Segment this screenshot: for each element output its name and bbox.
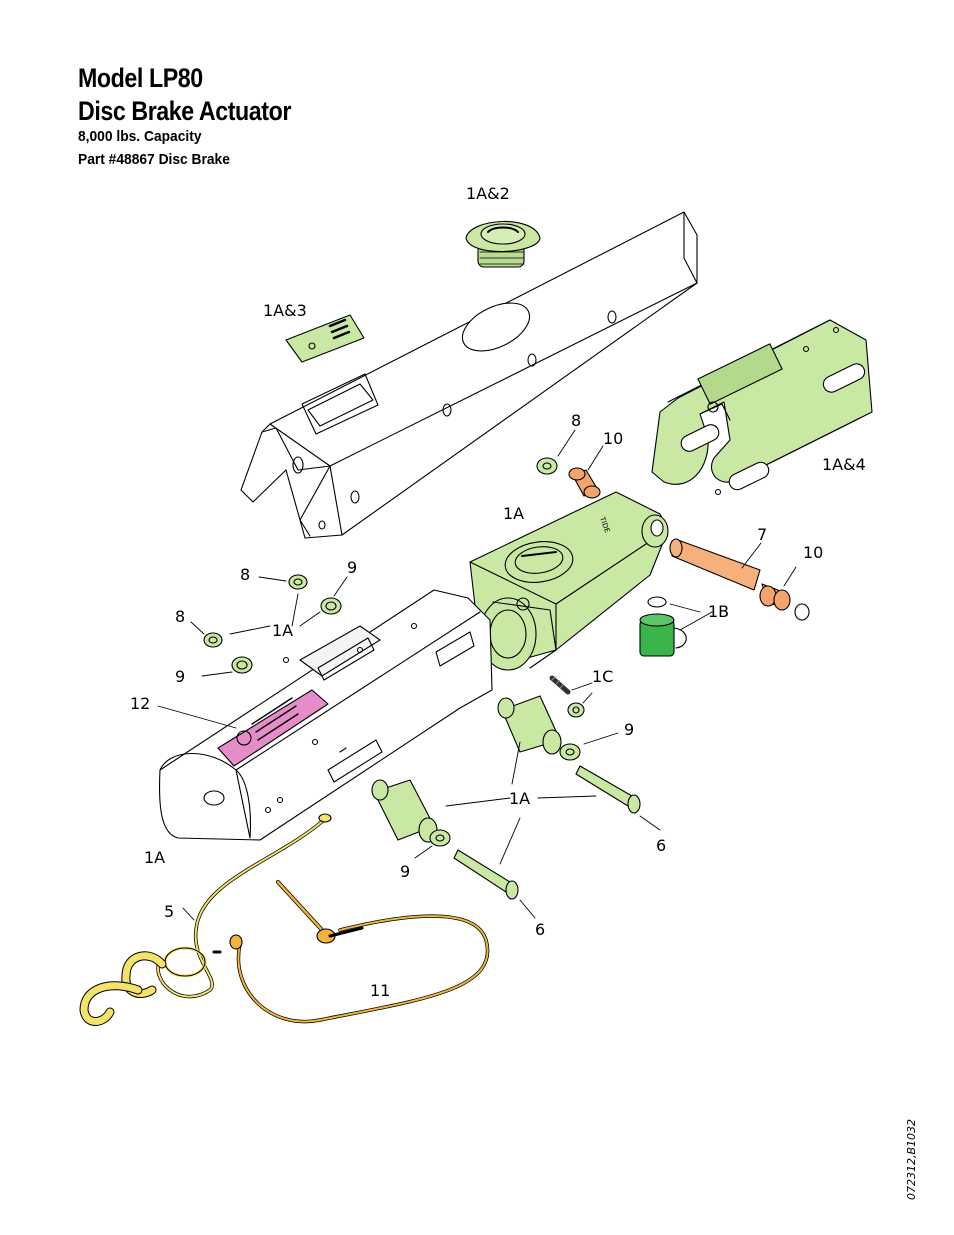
callout-10-right: 10: [803, 543, 824, 562]
title-product: Disc Brake Actuator: [78, 96, 291, 126]
breakaway-cable: [229, 880, 490, 1024]
callout-9-left: 9: [175, 667, 186, 686]
bushing-9-left: [231, 656, 253, 674]
solenoid-valve: [639, 596, 687, 657]
page-title: Model LP80 Disc Brake Actuator: [78, 62, 291, 128]
callout-8-left: 8: [175, 607, 186, 626]
reservoir-cap: [465, 220, 541, 268]
callout-1a-body: 1A: [503, 504, 525, 523]
roller-lower: [371, 779, 438, 843]
callout-1a-3: 1A&3: [263, 301, 307, 320]
bleeder-screw-1c: [549, 675, 585, 718]
document-id: 072312,B1032: [905, 1118, 918, 1200]
callout-5: 5: [164, 902, 175, 921]
roller-upper: [497, 695, 562, 755]
callout-1a-left: 1A: [272, 621, 294, 640]
callout-8-upper: 8: [571, 411, 582, 430]
callout-8-left-top: 8: [240, 565, 251, 584]
leader-lines: [157, 429, 797, 921]
callout-6-right: 6: [656, 836, 667, 855]
nut-8-top: [288, 574, 308, 590]
mounting-bracket: [651, 319, 873, 496]
title-model: Model LP80: [78, 63, 203, 93]
clevis-pin-6-right: [575, 765, 641, 814]
callout-9-left-top: 9: [347, 558, 358, 577]
bushing-9-bottom: [429, 829, 451, 847]
pivot-pin-7: [669, 538, 761, 591]
clevis-pin-6-bottom: [453, 849, 519, 900]
callout-11: 11: [370, 981, 391, 1000]
bushing-9-top: [320, 597, 342, 615]
callout-12: 12: [130, 694, 151, 713]
coupler-housing: [159, 589, 493, 841]
bushing-10-upper: [568, 467, 601, 499]
nut-8-upper: [536, 457, 558, 475]
instruction-label-plate: [285, 314, 365, 363]
callout-9-mid: 9: [624, 720, 635, 739]
callout-1a-mid: 1A: [509, 789, 531, 808]
callout-6-bottom: 6: [535, 920, 546, 939]
callout-1c: 1C: [592, 667, 614, 686]
bushing-9-mid: [559, 743, 581, 761]
callout-9-bottom: 9: [400, 862, 411, 881]
callout-7: 7: [757, 525, 768, 544]
callout-1a-bottom: 1A: [144, 848, 166, 867]
capacity-text: 8,000 lbs. Capacity: [78, 128, 202, 145]
top-housing-channel: [240, 211, 698, 539]
callout-1a-2: 1A&2: [466, 184, 510, 203]
nut-8-left: [203, 632, 223, 648]
master-cylinder-body: TIDE: [469, 491, 669, 671]
retaining-ring: [794, 603, 810, 621]
safety-cable-hook: [79, 813, 332, 1026]
callout-10-upper: 10: [603, 429, 624, 448]
callout-1a-4: 1A&4: [822, 455, 866, 474]
callout-1b: 1B: [708, 602, 730, 621]
bushing-10-right: [759, 583, 791, 611]
part-number-text: Part #48867 Disc Brake: [78, 151, 230, 168]
